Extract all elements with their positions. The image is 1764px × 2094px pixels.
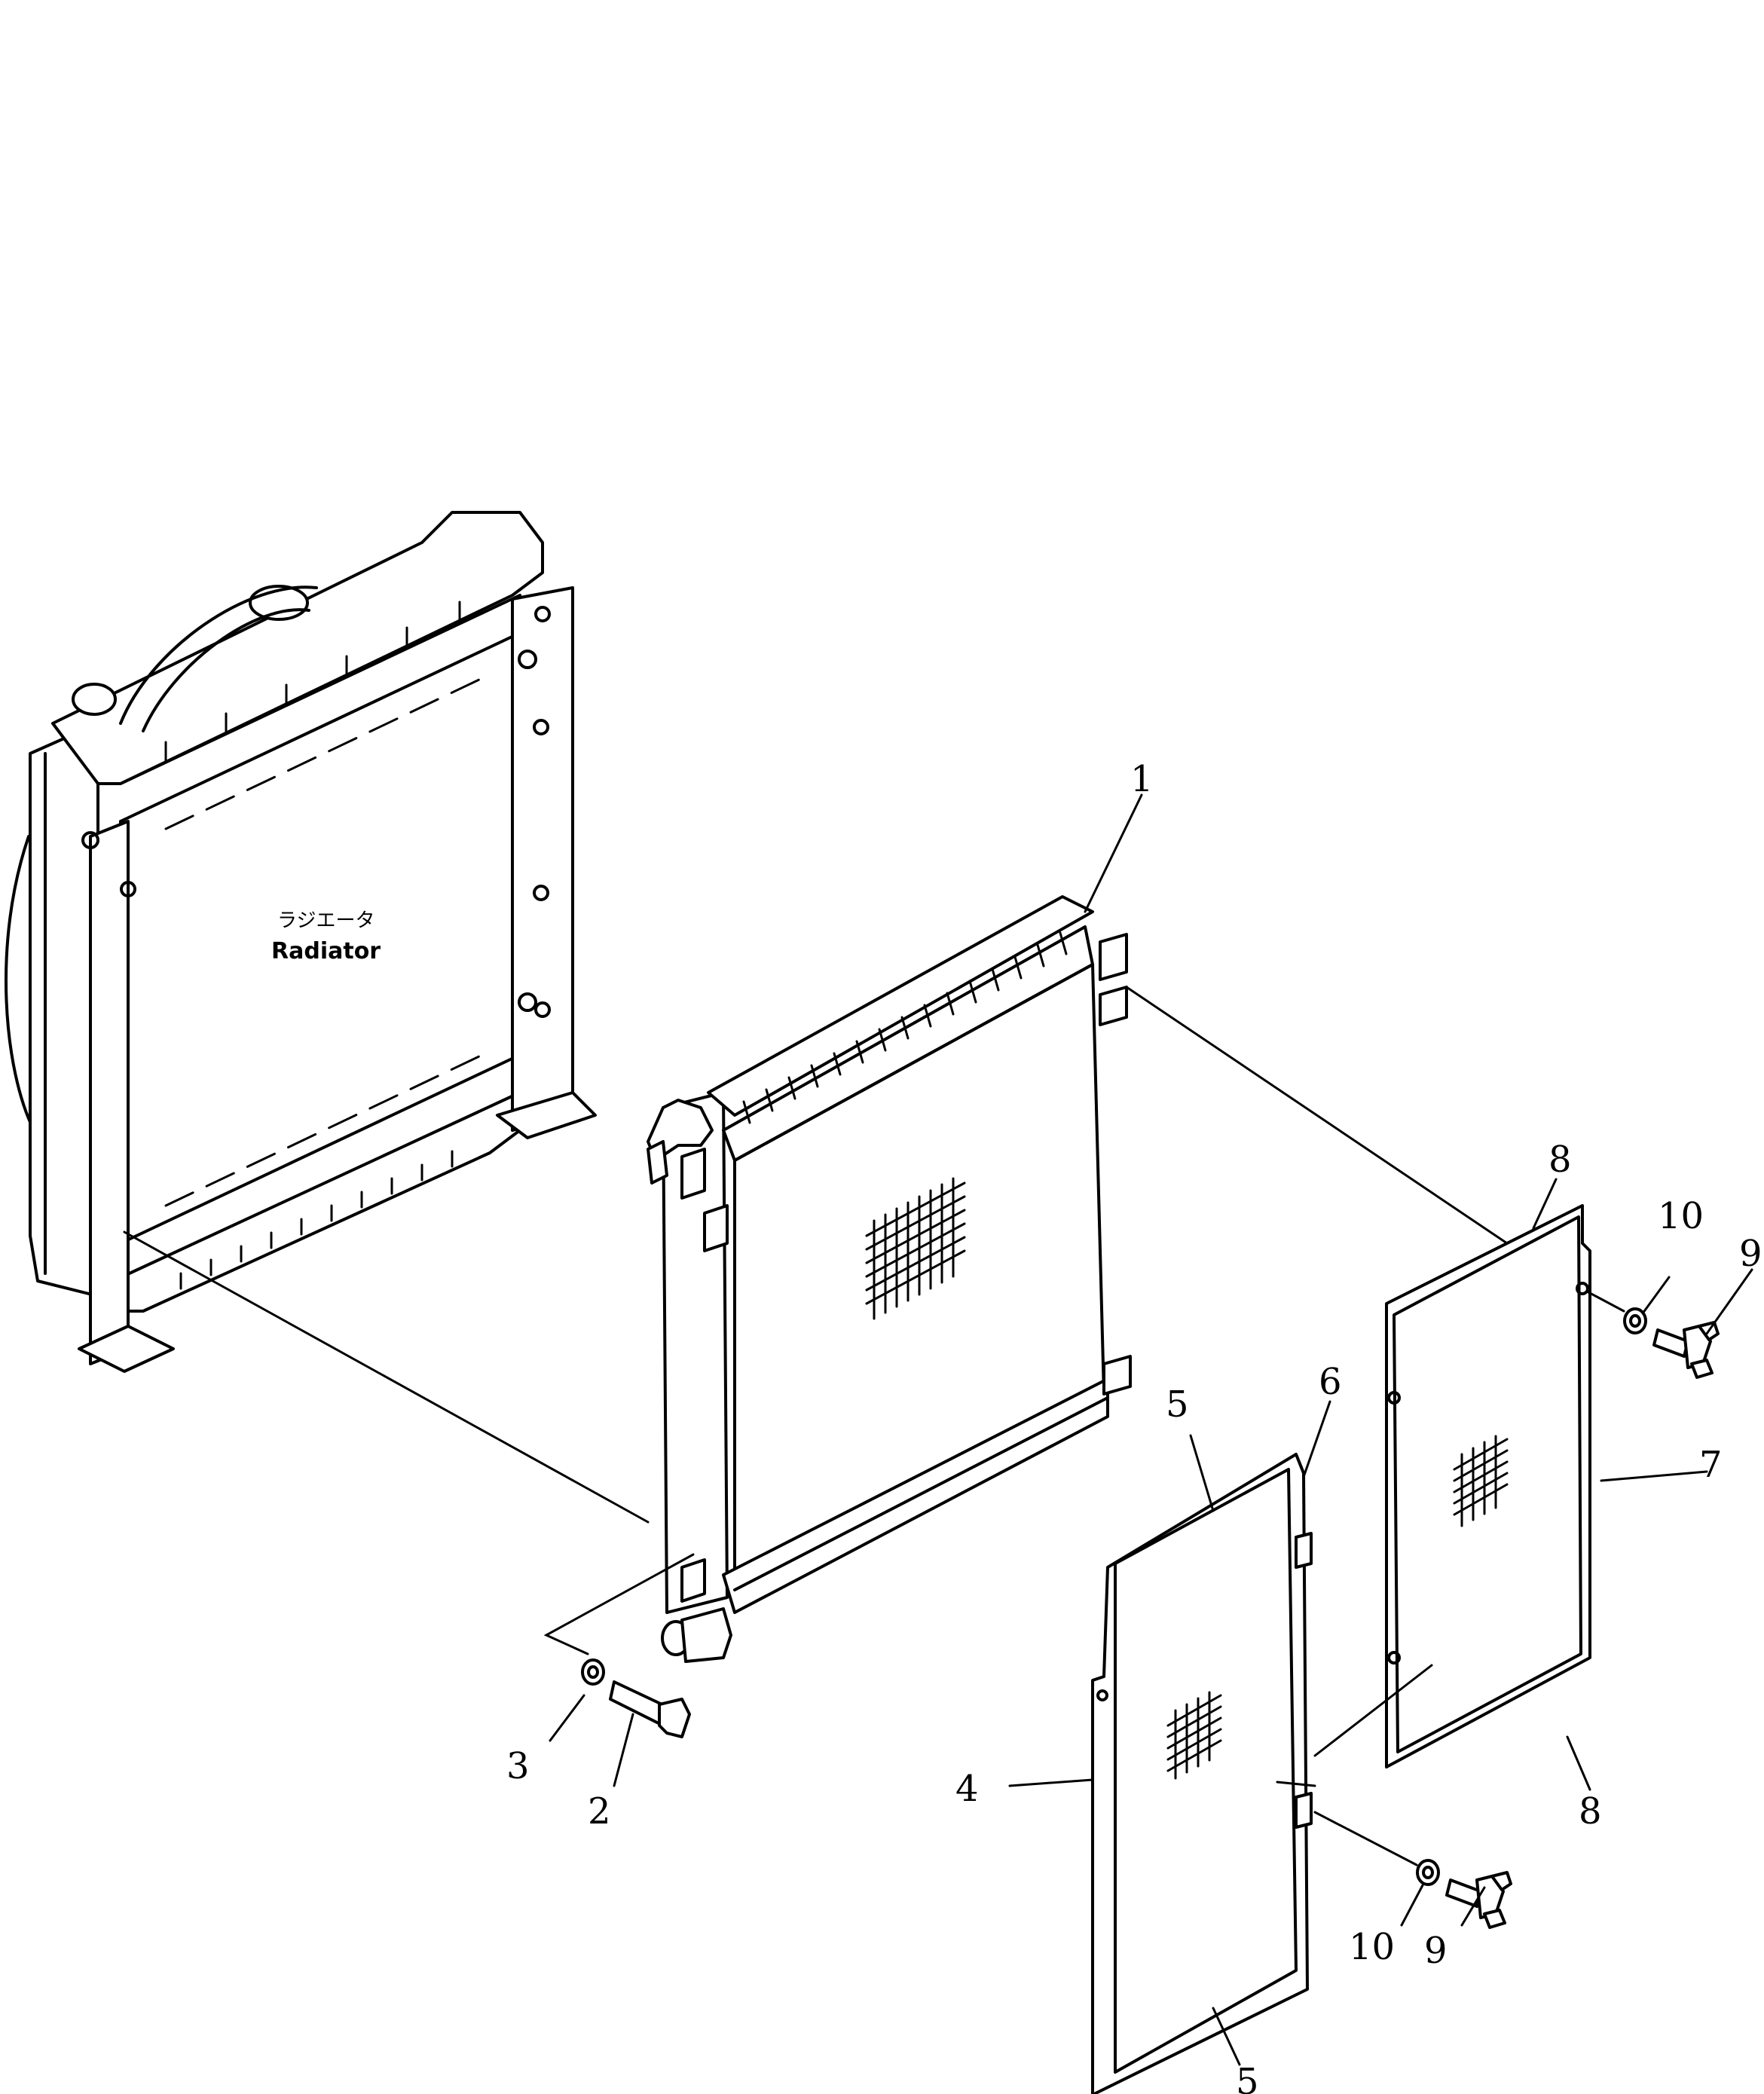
- cover-part-7: [1385, 1204, 1591, 1768]
- wing-bolt-part-9-upper: [1652, 1321, 1720, 1379]
- callout-2: 2: [588, 1790, 611, 1833]
- alignment-line-bolt: [543, 1553, 695, 1655]
- callout-leaders: [549, 793, 1753, 2066]
- cover-part-4: [1091, 1453, 1313, 2094]
- wing-bolt-part-9-lower: [1445, 1871, 1512, 1929]
- callout-9-upper: 9: [1739, 1233, 1762, 1275]
- alignment-line-radiator: [123, 1230, 650, 1524]
- alignment-line-cover4: [1276, 1781, 1316, 1787]
- washer-part-10-upper: [1623, 1307, 1647, 1334]
- cover-4-mesh: [1166, 1691, 1222, 1780]
- callout-4: 4: [955, 1768, 979, 1810]
- bolt-part-2: [609, 1680, 691, 1738]
- cover-7-mesh: [1453, 1435, 1509, 1527]
- washer-part-3: [581, 1658, 605, 1686]
- callout-8-upper: 8: [1548, 1139, 1572, 1181]
- callout-6: 6: [1319, 1361, 1342, 1403]
- alignment-line-covers: [1313, 1664, 1433, 1757]
- oil-cooler-part-1: [647, 895, 1132, 1663]
- radiator-label-english: Radiator: [271, 938, 381, 964]
- alignment-line-cover: [1125, 986, 1509, 1245]
- callout-8-lower: 8: [1579, 1790, 1602, 1833]
- callout-9-lower: 9: [1424, 1930, 1448, 1972]
- callout-10-upper: 10: [1658, 1195, 1704, 1237]
- oil-cooler-mesh: [865, 1177, 966, 1320]
- callout-3: 3: [506, 1745, 530, 1787]
- callout-10-lower: 10: [1349, 1926, 1395, 1968]
- radiator-label-japanese: ラジエータ: [277, 909, 375, 932]
- callout-1: 1: [1130, 758, 1154, 800]
- radiator-assembly: ラジエータ Radiator: [5, 511, 597, 1373]
- callout-5-lower: 5: [1236, 2061, 1259, 2094]
- callout-5-upper: 5: [1166, 1383, 1189, 1426]
- washer-part-10-lower: [1416, 1859, 1440, 1886]
- callout-7: 7: [1699, 1444, 1723, 1486]
